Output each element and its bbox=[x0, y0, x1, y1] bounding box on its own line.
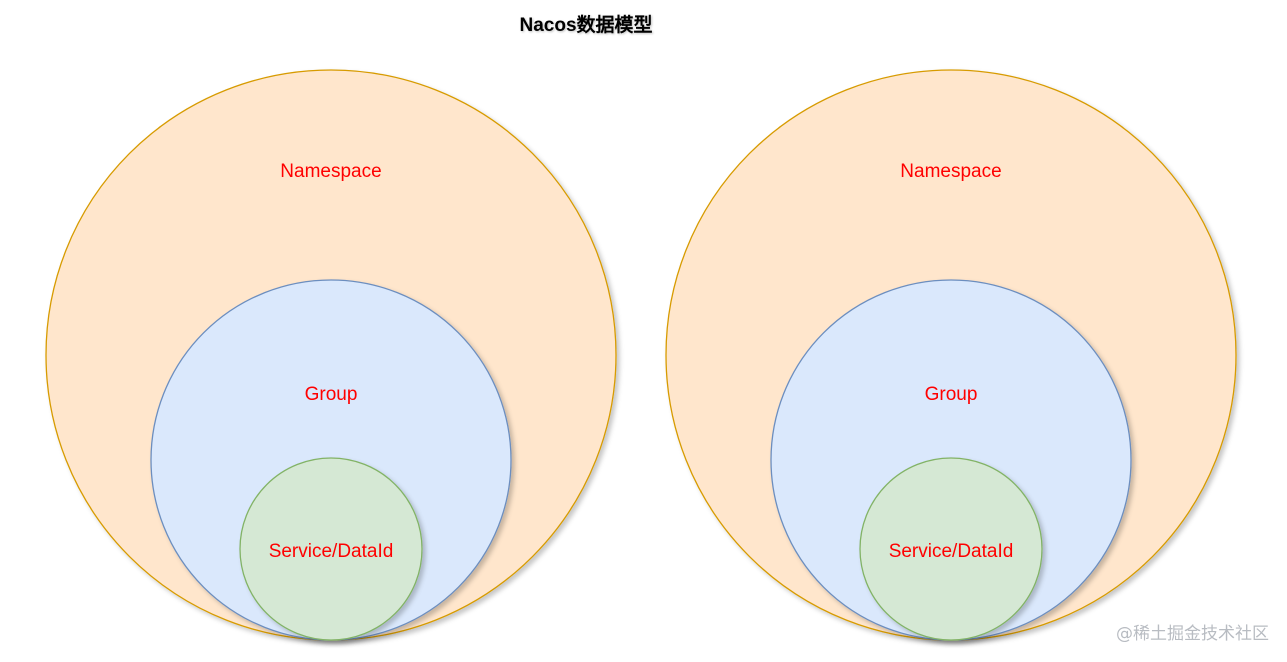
service-circle-right bbox=[859, 457, 1043, 641]
namespace-label-left: Namespace bbox=[280, 161, 381, 182]
diagram-title: Nacos数据模型 bbox=[519, 15, 653, 36]
service-label-right: Service/DataId bbox=[889, 541, 1014, 562]
service-label-left: Service/DataId bbox=[269, 541, 394, 562]
diagram-right: Namespace Group Service/DataId bbox=[665, 69, 1237, 641]
watermark-text: @稀土掘金技术社区 bbox=[1116, 624, 1269, 644]
group-label-right: Group bbox=[925, 384, 978, 405]
namespace-label-right: Namespace bbox=[900, 161, 1001, 182]
group-label-left: Group bbox=[305, 384, 358, 405]
diagram-left: Namespace Group Service/DataId bbox=[45, 69, 617, 641]
service-circle-left bbox=[239, 457, 423, 641]
